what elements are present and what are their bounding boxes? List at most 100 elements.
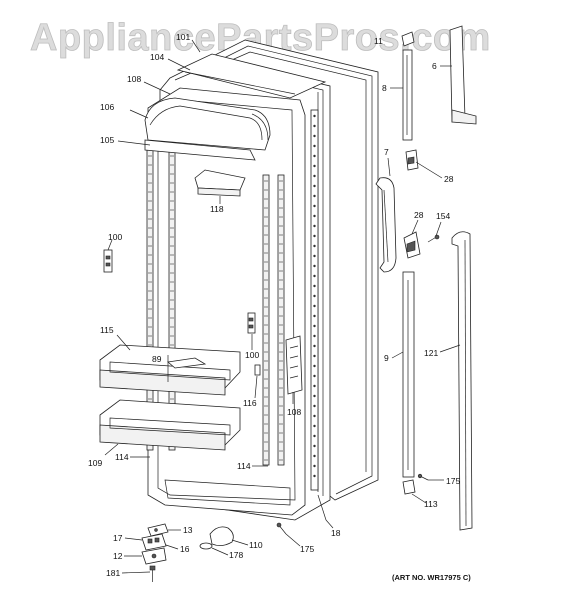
gasket-piece-upper	[449, 25, 477, 125]
callout-115: 115	[100, 325, 114, 335]
screw-175-bottom	[276, 522, 287, 535]
callout-178: 178	[229, 550, 243, 560]
callout-100: 100	[108, 232, 122, 242]
hinge-plate-13	[147, 523, 169, 537]
gasket-dot	[313, 314, 316, 318]
gasket-dot	[313, 374, 316, 378]
callout-17: 17	[113, 533, 123, 543]
callout-13: 13	[183, 525, 193, 535]
callout-109: 109	[88, 458, 102, 468]
callout-110: 110	[249, 540, 263, 550]
gasket-dot	[313, 324, 316, 328]
callout-16: 16	[180, 544, 190, 554]
callout-100: 100	[245, 350, 259, 360]
door-bin-lower	[99, 399, 241, 451]
hinge-bracket-lower	[403, 231, 421, 259]
callout-105: 105	[100, 135, 114, 145]
callout-6: 6	[432, 61, 437, 71]
callout-114: 114	[115, 452, 129, 462]
hinge-block-16	[141, 533, 167, 551]
door-handle	[375, 177, 397, 273]
callout-7: 7	[384, 147, 389, 157]
door-gasket-strip	[310, 109, 319, 491]
gasket-dot	[313, 334, 316, 338]
gasket-dot	[313, 204, 316, 208]
hinge-cap-top	[401, 31, 415, 47]
gasket-dot	[313, 344, 316, 348]
callout-175: 175	[300, 544, 314, 554]
gasket-dot	[313, 164, 316, 168]
gasket-dot	[313, 474, 316, 478]
callout-181: 181	[106, 568, 120, 578]
callout-101: 101	[176, 32, 190, 42]
callout-108: 108	[287, 407, 301, 417]
gasket-dot	[313, 434, 316, 438]
callout-106: 106	[100, 102, 114, 112]
gasket-dot	[313, 264, 316, 268]
gasket-dot	[313, 414, 316, 418]
gasket-dot	[313, 244, 316, 248]
shelf-clip	[254, 364, 261, 376]
gasket-dot	[313, 274, 316, 278]
gasket-dot	[313, 214, 316, 218]
callout-11: 11	[374, 36, 383, 46]
shelf-rail-right	[262, 174, 285, 466]
gasket-dot	[313, 354, 316, 358]
gasket-long	[451, 231, 473, 531]
callout-118: 118	[210, 204, 224, 214]
leader-lines	[104, 39, 461, 574]
gasket-dot	[313, 114, 316, 118]
gasket-dot	[313, 304, 316, 308]
bottom-rod	[317, 494, 327, 521]
gasket-dot	[313, 294, 316, 298]
gasket-dot	[313, 364, 316, 368]
gasket-dot	[313, 124, 316, 128]
gasket-dot	[313, 174, 316, 178]
callout-18: 18	[331, 528, 341, 538]
gasket-dot	[313, 144, 316, 148]
screw-175-right	[417, 473, 429, 481]
callout-9: 9	[384, 353, 389, 363]
gasket-dot	[313, 184, 316, 188]
callout-8: 8	[382, 83, 387, 93]
gasket-dot	[313, 424, 316, 428]
gasket-dot	[313, 464, 316, 468]
callout-104: 104	[150, 52, 164, 62]
gasket-dot	[313, 194, 316, 198]
gasket-dot	[313, 284, 316, 288]
door-gasket-outer	[204, 39, 379, 501]
gasket-dot	[313, 234, 316, 238]
callout-12: 12	[113, 551, 123, 561]
callout-154: 154	[436, 211, 450, 221]
breaker-strip-top	[176, 53, 327, 99]
dairy-trim-bar	[144, 139, 256, 161]
bin-bracket-left	[103, 249, 113, 273]
door-bin-upper	[99, 344, 241, 396]
callout-114: 114	[237, 461, 251, 471]
washer-178	[199, 542, 213, 550]
callout-28: 28	[414, 210, 424, 220]
hinge-cover-side	[285, 335, 303, 395]
hinge-bracket-upper	[405, 149, 419, 171]
screw-154	[427, 234, 440, 243]
gasket-dot	[313, 134, 316, 138]
bin-bracket-center	[247, 312, 256, 334]
callout-labels: 101 104 108 106 105 118 100 115 89 100 1…	[88, 32, 460, 578]
gasket-dot	[313, 384, 316, 388]
hinge-cover-110	[209, 526, 234, 546]
art-number: (ART NO. WR17975 C)	[392, 573, 471, 582]
callout-116: 116	[243, 398, 257, 408]
callout-108: 108	[127, 74, 141, 84]
callout-121: 121	[424, 348, 438, 358]
gasket-dot	[313, 224, 316, 228]
hinge-cap-bottom	[402, 479, 416, 495]
mullion-strip-lower	[402, 271, 415, 478]
callout-89: 89	[152, 354, 162, 364]
gasket-dot	[313, 454, 316, 458]
hinge-base-12	[141, 547, 167, 565]
small-tray	[194, 169, 246, 197]
gasket-dot	[313, 154, 316, 158]
callout-113: 113	[424, 499, 438, 509]
gasket-dot	[313, 394, 316, 398]
